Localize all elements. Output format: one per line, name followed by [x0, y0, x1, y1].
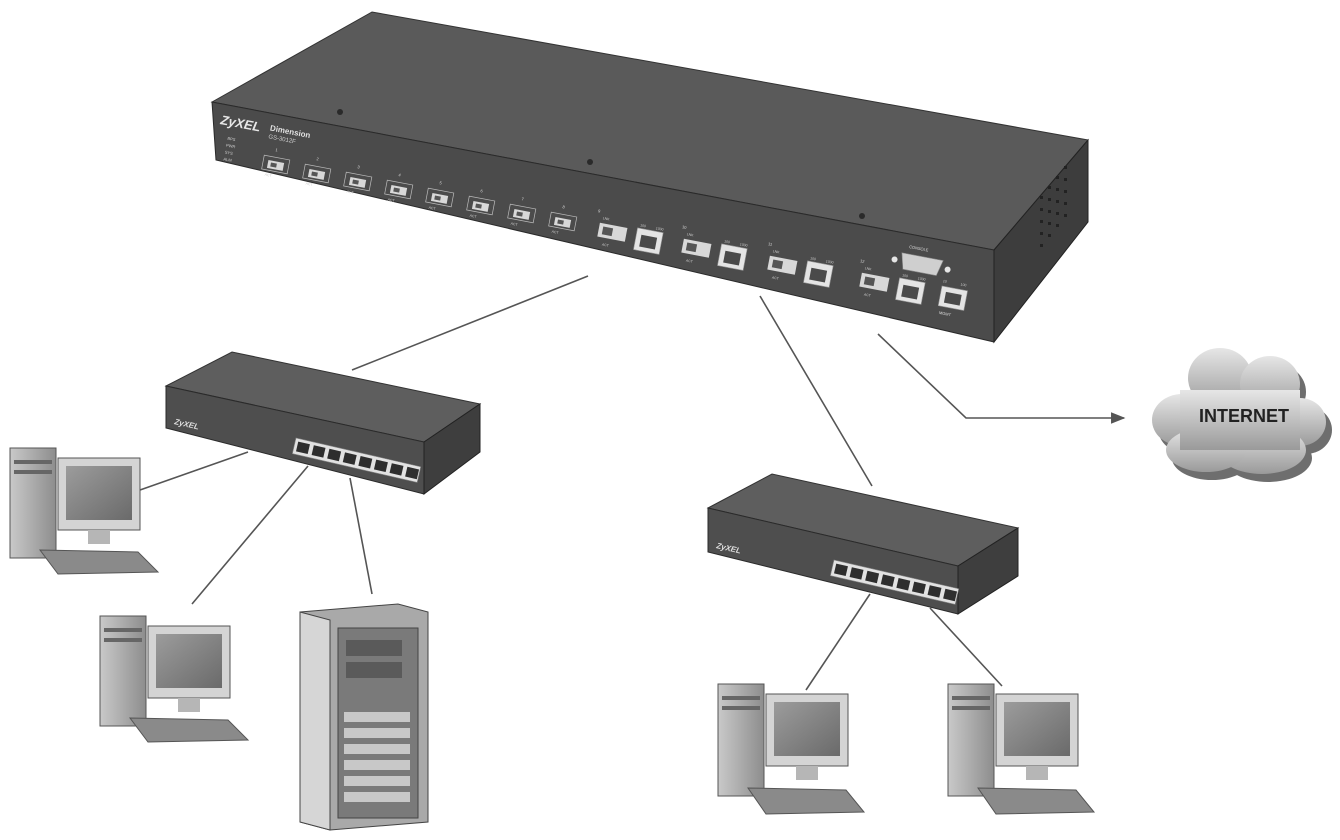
- combo-port-12: 12 LNK 100 1000 ACT: [859, 258, 926, 305]
- combo-port-number: 9: [598, 208, 602, 213]
- sfp-port-3: 3 ACT: [343, 164, 373, 195]
- computer-1: [9, 447, 160, 575]
- link-switch-b-to-pc4: [929, 607, 1003, 687]
- combo-port-act: ACT: [602, 243, 610, 248]
- switch-b-port-bank: [830, 559, 960, 605]
- sfp-port-4: 4 ACT: [384, 172, 414, 203]
- main-switch-vents: [1040, 166, 1067, 247]
- keyboard: [747, 787, 866, 815]
- sfp-port-act: ACT: [428, 206, 436, 211]
- combo-port-1000: 1000: [655, 226, 663, 231]
- keyboard: [128, 717, 250, 743]
- combo-port-11: 11 LNK 100 1000 ACT: [767, 241, 834, 288]
- mgmt-speed-10: 10: [943, 279, 948, 284]
- sfp-port-number: 7: [521, 196, 525, 201]
- combo-port-100: 100: [724, 239, 731, 244]
- mgmt-label: MGMT: [939, 310, 952, 317]
- sfp-port-7: 7 ACT: [507, 196, 537, 227]
- combo-port-lnk: LNK: [602, 216, 610, 221]
- sfp-port-act: ACT: [305, 182, 313, 187]
- sfp-port-act: ACT: [510, 222, 518, 227]
- main-switch-model: GS-3012F: [268, 134, 297, 145]
- console-label: CONSOLE: [909, 244, 929, 253]
- internet-label: INTERNET: [1199, 406, 1289, 426]
- computer-3: [717, 683, 866, 815]
- console-port: CONSOLE: [891, 244, 951, 276]
- mgmt-port: 10 100 MGMT: [937, 279, 968, 317]
- combo-port-number: 12: [860, 258, 866, 264]
- led-label-bps: BPS: [227, 136, 236, 142]
- main-switch: ZyXEL Dimension GS-3012F BPS PWR SYS ALM…: [210, 11, 1089, 344]
- switch-b-side: [957, 527, 1019, 615]
- sfp-port-act: ACT: [264, 173, 272, 178]
- combo-port-1000: 1000: [917, 276, 925, 281]
- sfp-port-number: 3: [357, 164, 361, 169]
- computer-2: [99, 615, 250, 743]
- link-main-to-switch-a: [351, 275, 589, 371]
- led-label-pwr: PWR: [226, 143, 236, 150]
- combo-port-1000: 1000: [739, 242, 747, 247]
- sfp-port-8: 8 ACT: [548, 204, 578, 235]
- sfp-port-number: 5: [439, 180, 443, 185]
- sfp-port-number: 1: [275, 147, 279, 152]
- combo-port-100: 100: [810, 256, 817, 261]
- switch-a-side: [423, 403, 481, 495]
- sfp-port-1: 1 ACT: [261, 147, 291, 178]
- combo-port-lnk: LNK: [772, 249, 780, 254]
- combo-port-act: ACT: [686, 259, 694, 264]
- link-switch-a-to-server: [349, 477, 373, 595]
- link-switch-a-to-pc1: [139, 451, 249, 491]
- sfp-port-act: ACT: [469, 214, 477, 219]
- combo-port-lnk: LNK: [686, 232, 694, 237]
- sfp-port-act: ACT: [346, 190, 354, 195]
- link-switch-b-to-pc3: [805, 593, 871, 691]
- switch-b: ZyXEL: [706, 473, 1020, 615]
- combo-port-lnk: LNK: [864, 266, 872, 271]
- combo-port-10: 10 LNK 100 1000 ACT: [681, 224, 748, 271]
- link-main-to-internet: [877, 333, 1126, 424]
- sfp-port-5: 5 ACT: [425, 180, 455, 211]
- sfp-port-act: ACT: [387, 198, 395, 203]
- sfp-port-2: 2 ACT: [302, 156, 332, 187]
- server-tower: [299, 603, 429, 831]
- sfp-port-number: 6: [480, 188, 484, 193]
- combo-port-act: ACT: [864, 293, 872, 298]
- computer-4: [947, 683, 1096, 815]
- combo-port-9: 9 LNK 100 1000 ACT: [597, 208, 664, 255]
- screw-icon: [859, 213, 865, 219]
- combo-port-number: 11: [768, 241, 774, 247]
- combo-port-100: 100: [902, 273, 909, 278]
- screw-icon: [337, 109, 343, 115]
- led-label-alm: ALM: [223, 156, 232, 162]
- computer-tower: [947, 683, 995, 797]
- combo-port-act: ACT: [772, 276, 780, 281]
- switch-a: ZyXEL: [164, 351, 482, 495]
- keyboard: [977, 787, 1096, 815]
- internet-cloud: INTERNET: [1152, 348, 1332, 482]
- keyboard: [38, 549, 160, 575]
- switch-a-port-bank: [292, 437, 422, 483]
- computer-tower: [9, 447, 57, 559]
- computer-tower: [99, 615, 147, 727]
- sfp-port-number: 4: [398, 172, 402, 177]
- connection-lines: [139, 275, 1126, 691]
- combo-port-10: 100: [640, 223, 647, 228]
- link-switch-a-to-pc2: [191, 465, 309, 605]
- combo-port-1000: 1000: [825, 259, 833, 264]
- sfp-port-act: ACT: [551, 230, 559, 235]
- screw-icon: [587, 159, 593, 165]
- sfp-port-number: 8: [562, 204, 566, 209]
- sfp-port-number: 2: [316, 156, 320, 161]
- computer-tower: [717, 683, 765, 797]
- sfp-port-6: 6 ACT: [466, 188, 496, 219]
- combo-port-number: 10: [682, 224, 688, 230]
- link-main-to-switch-b: [759, 295, 873, 487]
- led-label-sys: SYS: [224, 149, 233, 155]
- mgmt-speed-100: 100: [960, 282, 967, 287]
